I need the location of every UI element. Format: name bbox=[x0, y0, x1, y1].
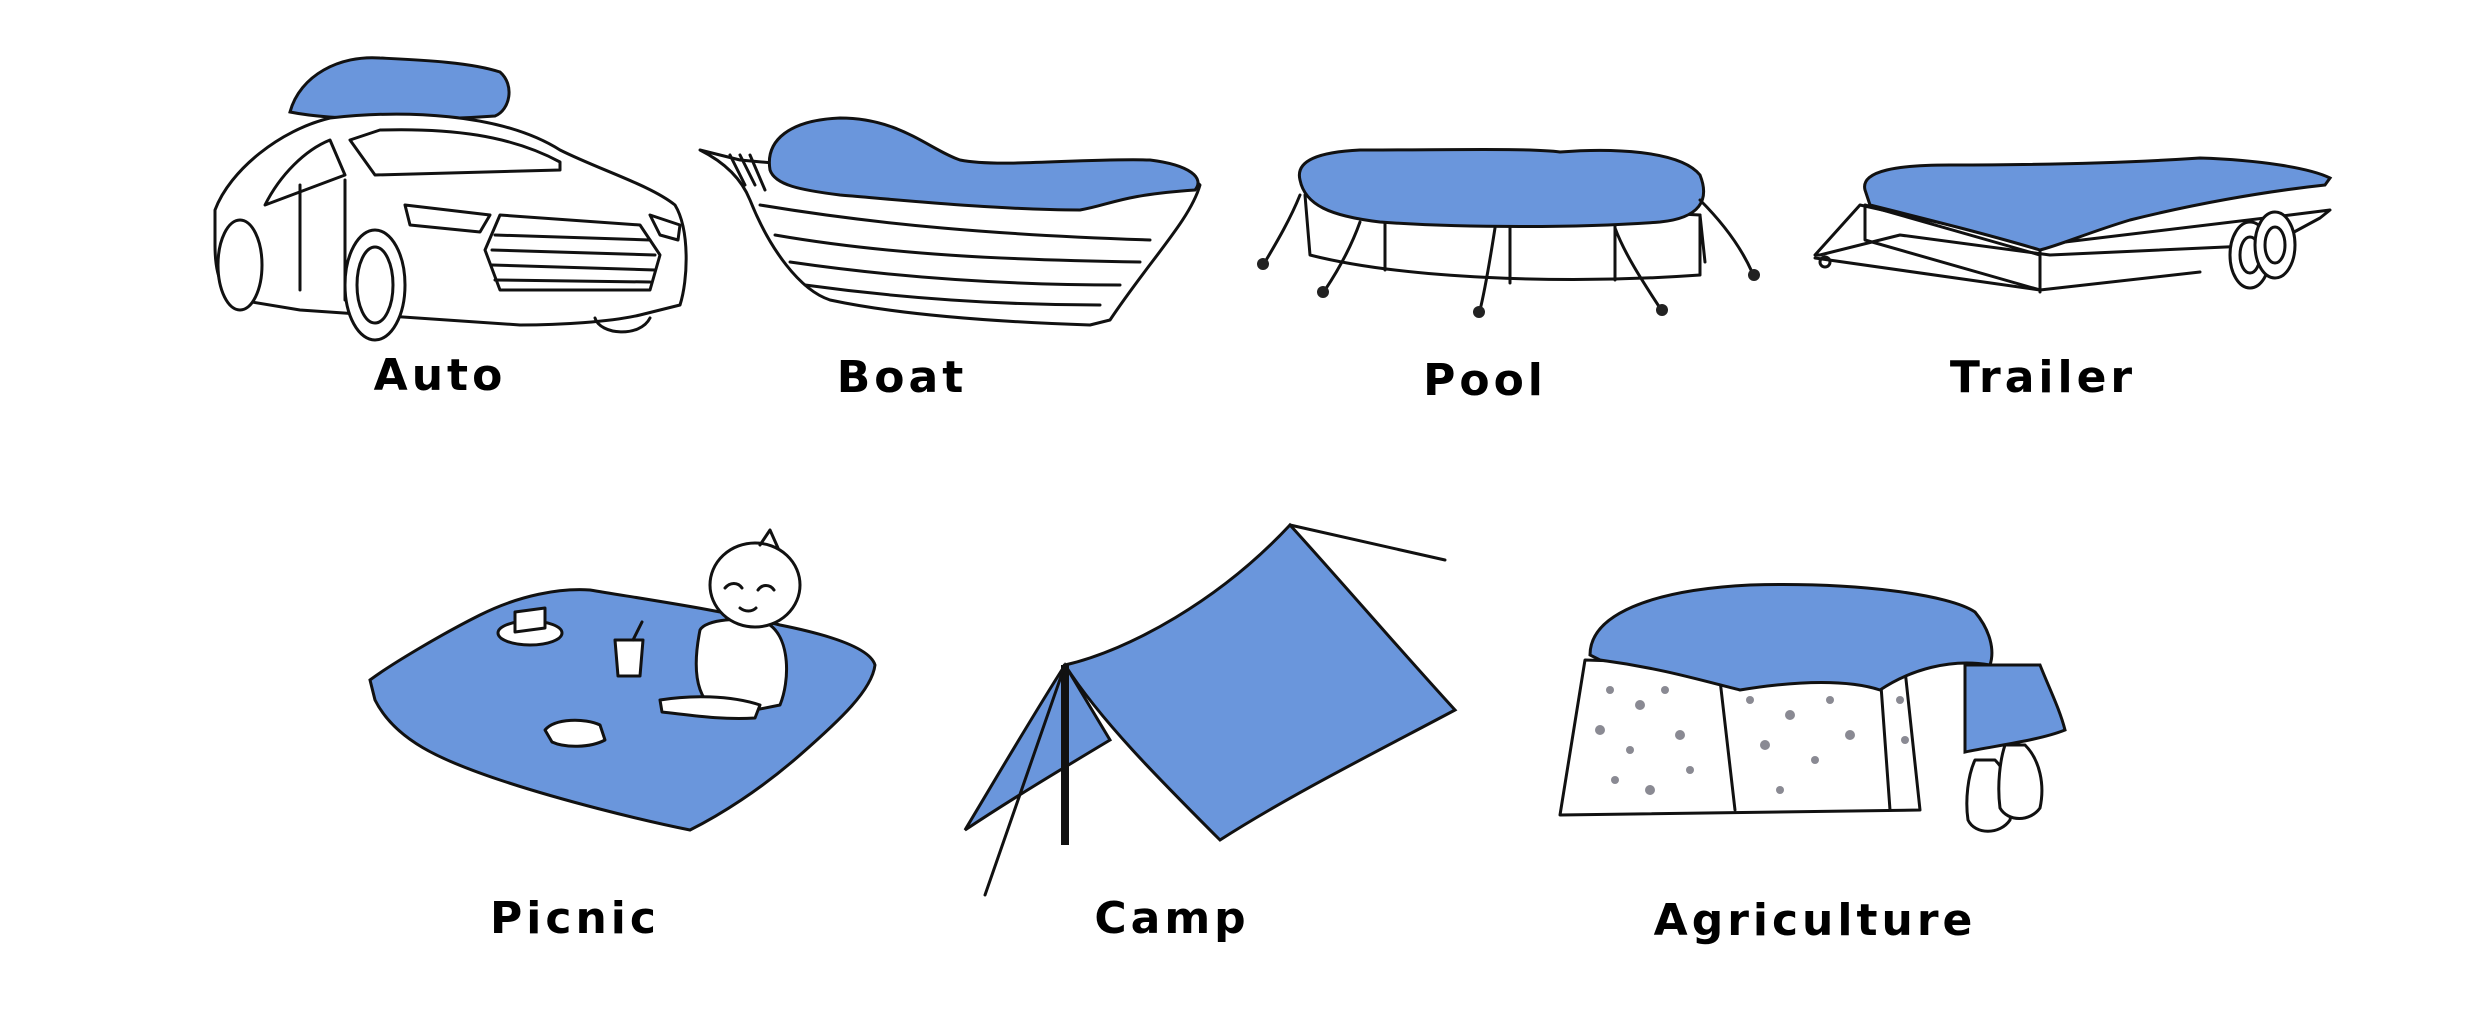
trailer-tarp bbox=[1863, 156, 2333, 252]
car-wheel-rear bbox=[216, 218, 264, 312]
label-trailer: Trailer bbox=[1949, 352, 2137, 403]
picnic-sandwich bbox=[543, 718, 607, 748]
camp-guy-line bbox=[1288, 523, 1447, 562]
boat-illustration bbox=[698, 116, 1202, 327]
label-agriculture: Agriculture bbox=[1653, 895, 1977, 946]
agriculture-illustration bbox=[1558, 583, 2067, 833]
picnic-cake bbox=[513, 606, 547, 634]
agriculture-tarp-drape bbox=[1963, 663, 2067, 754]
camp-tarp bbox=[1062, 522, 1458, 842]
hay-texture bbox=[1595, 686, 1909, 795]
picnic-blanket bbox=[368, 588, 877, 832]
car-body bbox=[213, 112, 688, 327]
picnic-illustration bbox=[368, 528, 877, 832]
trailer-illustration bbox=[1813, 156, 2333, 294]
agriculture-tarp bbox=[1588, 583, 1994, 692]
pool-tarp bbox=[1297, 148, 1706, 228]
auto-tarp bbox=[288, 56, 511, 121]
pool-rope bbox=[1263, 193, 1302, 264]
child-head bbox=[708, 541, 802, 629]
trailer-bed bbox=[1813, 203, 2332, 257]
label-pool: Pool bbox=[1423, 355, 1547, 406]
picnic-child bbox=[658, 528, 802, 720]
label-camp: Camp bbox=[1094, 893, 1250, 944]
label-boat: Boat bbox=[836, 352, 968, 403]
trailer-wheel-2 bbox=[2253, 210, 2297, 280]
boat-tarp bbox=[767, 116, 1200, 212]
pool-illustration bbox=[1257, 148, 1760, 318]
label-auto: Auto bbox=[373, 350, 507, 401]
jar-2 bbox=[1997, 743, 2044, 820]
camp-illustration bbox=[963, 522, 1458, 897]
label-picnic: Picnic bbox=[490, 893, 660, 944]
auto-illustration bbox=[213, 56, 688, 342]
car-wheel-front bbox=[343, 228, 407, 342]
picnic-cup bbox=[613, 638, 645, 678]
